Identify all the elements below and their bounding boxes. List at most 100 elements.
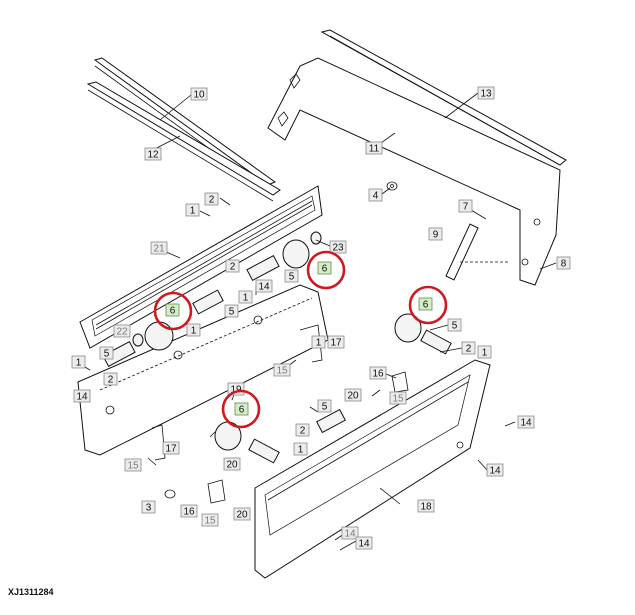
- washer-part-4: [386, 181, 398, 191]
- highlight-ring-6-left: [153, 291, 193, 331]
- svg-text:3: 3: [146, 503, 152, 514]
- callout-1: 1: [293, 442, 308, 456]
- svg-text:2: 2: [230, 262, 236, 273]
- callout-11: 11: [365, 141, 383, 155]
- callout-14: 14: [255, 279, 273, 293]
- svg-text:5: 5: [104, 349, 110, 360]
- callout-1: 1: [71, 355, 86, 369]
- svg-text:5: 5: [322, 402, 328, 413]
- callout-20: 20: [223, 457, 241, 471]
- roller-assembly-left: [102, 289, 224, 368]
- svg-text:15: 15: [392, 394, 404, 405]
- callout-15: 15: [201, 513, 219, 527]
- svg-text:5: 5: [229, 307, 235, 318]
- callout-5: 5: [224, 304, 239, 318]
- callout-5: 5: [447, 318, 462, 332]
- callout-3: 3: [141, 500, 156, 514]
- callout-2: 2: [204, 192, 219, 206]
- svg-text:14: 14: [489, 466, 501, 477]
- callout-18: 18: [417, 499, 435, 513]
- callout-14: 14: [517, 415, 535, 429]
- callout-6-highlighted: 6: [165, 303, 180, 317]
- svg-text:1: 1: [191, 326, 197, 337]
- svg-text:18: 18: [420, 502, 432, 513]
- callout-21: 21: [150, 241, 168, 255]
- drawing-reference: XJ1311284: [8, 587, 54, 597]
- callout-22: 22: [113, 324, 131, 338]
- callout-1: 1: [186, 323, 201, 337]
- callout-14: 14: [73, 389, 91, 403]
- svg-text:2: 2: [466, 344, 472, 355]
- roller-assembly-lower: [214, 408, 346, 464]
- svg-text:14: 14: [520, 418, 532, 429]
- svg-text:17: 17: [165, 444, 177, 455]
- svg-text:1: 1: [482, 348, 488, 359]
- callout-2: 2: [295, 423, 310, 437]
- washer-part-3: [164, 489, 176, 499]
- callout-1: 1: [311, 335, 326, 349]
- svg-text:14: 14: [358, 539, 370, 550]
- svg-text:13: 13: [480, 89, 492, 100]
- svg-text:14: 14: [76, 392, 88, 403]
- svg-text:2: 2: [300, 426, 306, 437]
- callout-6-highlighted: 6: [317, 261, 332, 275]
- highlight-ring-6-lower: [221, 389, 261, 429]
- callout-20: 20: [344, 388, 362, 402]
- bracket-part-9: [445, 223, 510, 281]
- rear-panel-part-11: [267, 29, 567, 286]
- svg-text:5: 5: [289, 272, 295, 283]
- svg-text:20: 20: [236, 510, 248, 521]
- svg-text:19: 19: [230, 385, 242, 396]
- callout-1: 1: [477, 345, 492, 359]
- callout-17: 17: [162, 441, 180, 455]
- svg-text:14: 14: [344, 529, 356, 540]
- callout-8: 8: [556, 256, 571, 270]
- callout-13: 13: [477, 86, 495, 100]
- svg-text:22: 22: [116, 327, 128, 338]
- callout-23: 23: [329, 240, 347, 254]
- bracket-part-16-right: [391, 371, 409, 393]
- svg-text:6: 6: [423, 300, 429, 311]
- svg-text:8: 8: [561, 259, 567, 270]
- grille-panel-part-21: [79, 185, 323, 349]
- callout-16: 16: [369, 366, 387, 380]
- callout-2: 2: [225, 259, 240, 273]
- callout-2: 2: [461, 341, 476, 355]
- grille-panel-part-18: [254, 359, 491, 579]
- bracket-part-17-lower: [151, 424, 166, 461]
- svg-text:1: 1: [298, 445, 304, 456]
- svg-text:2: 2: [108, 375, 114, 386]
- svg-text:7: 7: [463, 202, 469, 213]
- svg-text:4: 4: [373, 191, 379, 202]
- callout-15: 15: [389, 391, 407, 405]
- callout-14: 14: [486, 463, 504, 477]
- bracket-part-16-lower: [207, 479, 226, 504]
- callout-15: 15: [124, 458, 142, 472]
- highlight-ring-6-right: [408, 285, 448, 325]
- callout-2: 2: [103, 372, 118, 386]
- callout-15: 15: [273, 363, 291, 377]
- callout-6-highlighted: 6: [234, 402, 249, 416]
- svg-text:20: 20: [226, 460, 238, 471]
- callout-14: 14: [355, 536, 373, 550]
- svg-text:21: 21: [153, 244, 165, 255]
- callout-5: 5: [99, 346, 114, 360]
- callout-9: 9: [428, 227, 443, 241]
- svg-text:1: 1: [316, 338, 322, 349]
- highlight-ring-6-upper: [306, 250, 346, 290]
- callout-7: 7: [458, 199, 473, 213]
- callout-4: 4: [368, 188, 383, 202]
- svg-text:15: 15: [276, 366, 288, 377]
- callout-5: 5: [284, 269, 299, 283]
- svg-text:17: 17: [330, 338, 342, 349]
- svg-text:16: 16: [372, 369, 384, 380]
- callout-6-highlighted: 6: [418, 297, 433, 311]
- svg-text:12: 12: [147, 150, 159, 161]
- callout-5: 5: [317, 399, 332, 413]
- svg-text:15: 15: [127, 461, 139, 472]
- callout-10: 10: [190, 87, 208, 101]
- callout-17: 17: [327, 335, 345, 349]
- svg-text:14: 14: [258, 282, 270, 293]
- svg-text:6: 6: [170, 306, 176, 317]
